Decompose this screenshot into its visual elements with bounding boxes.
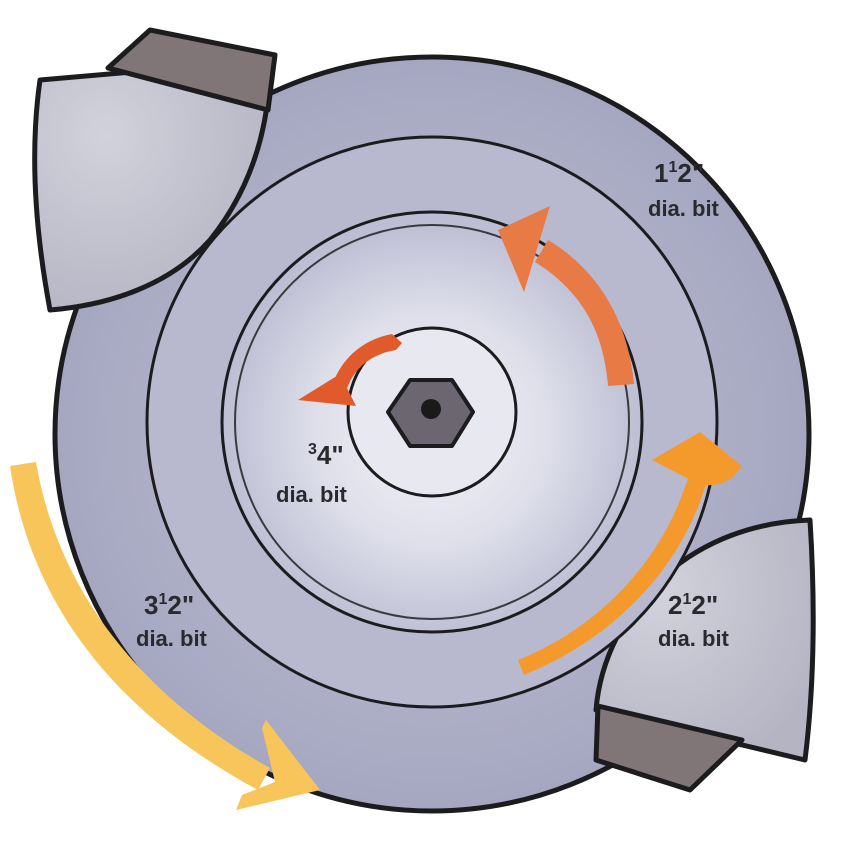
label-3-1-2-dia-bit: 312" dia. bit [136,590,208,651]
curved-arrow-icon-red [298,334,402,406]
label-1-1-2-prefix: 1 [654,158,668,188]
label-3-4-inch: " [331,440,343,470]
label-2-1-2-inch: " [706,590,718,620]
svg-text:312": 312" [144,590,194,620]
label-1-1-2-line2: dia. bit [648,196,720,221]
label-1-1-2-num: 1 [668,159,677,176]
label-2-1-2-num: 1 [682,591,691,608]
label-3-1-2-prefix: 3 [144,590,158,620]
label-3-1-2-inch: " [182,590,194,620]
label-3-1-2-num: 1 [158,591,167,608]
label-1-1-2-dia-bit: 112" dia. bit [648,158,720,221]
label-3-4-line2: dia. bit [276,482,348,507]
curved-arrow-icon-yellow [10,462,320,810]
label-2-1-2-line2: dia. bit [658,626,730,651]
label-3-1-2-den: 2 [167,590,181,620]
svg-text:212": 212" [668,590,718,620]
inner-bearing-ring-2 [234,224,630,620]
carbide-blade-top-left [105,27,278,113]
label-3-4-dia-bit: 34" dia. bit [276,440,348,507]
label-1-1-2-den: 2 [677,158,691,188]
curved-arrow-icon-orange-red [498,206,634,386]
label-2-1-2-den: 2 [691,590,705,620]
carbide-blade-bottom-right [593,703,745,793]
flute-top-left [32,57,273,313]
label-3-4-den: 4 [317,440,332,470]
svg-text:112": 112" [654,158,704,188]
hex-nut-icon [386,378,475,448]
svg-text:34": 34" [308,440,344,470]
label-2-1-2-dia-bit: 212" dia. bit [658,590,730,651]
label-3-4-num: 3 [308,441,317,458]
label-2-1-2-prefix: 2 [668,590,682,620]
label-3-1-2-line2: dia. bit [136,626,208,651]
label-1-1-2-inch: " [692,158,704,188]
curved-arrow-icon-orange [518,432,742,675]
flute-bottom-right [593,517,816,763]
